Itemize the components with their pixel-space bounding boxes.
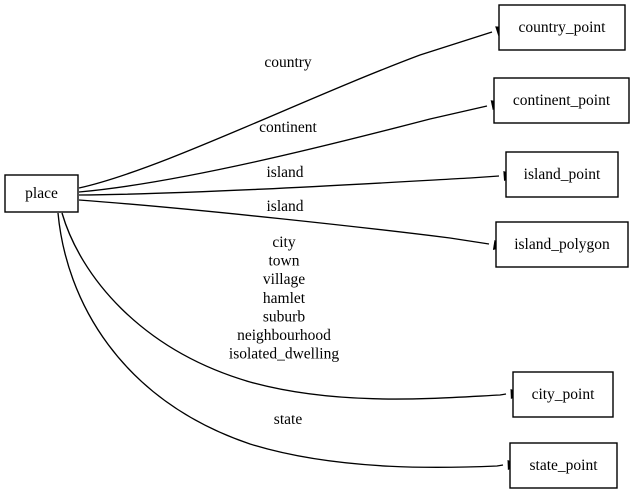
edge-place-island_point-label-line: island bbox=[266, 164, 303, 181]
edge-place-state_point-label: state bbox=[274, 411, 303, 428]
edge-place-city_point-path[interactable] bbox=[61, 212, 507, 400]
edge-place-city_point-label-line: suburb bbox=[263, 308, 305, 325]
node-state_point[interactable]: state_point bbox=[509, 442, 618, 489]
node-country_point-box[interactable] bbox=[498, 4, 626, 51]
edge-labels-layer: country continent island island city townvill… bbox=[229, 54, 339, 428]
node-island_polygon[interactable]: island_polygon bbox=[495, 221, 629, 268]
node-country_point-label: country_point bbox=[519, 19, 607, 36]
node-state_point-label: state_point bbox=[529, 457, 598, 474]
edge-place-country_point-path[interactable] bbox=[78, 31, 493, 189]
edge-place-city_point-label-line: isolated_dwelling bbox=[229, 346, 339, 363]
edge-place-city_point-label-line: town bbox=[269, 253, 300, 270]
edge-place-island_polygon-label: island bbox=[266, 198, 303, 215]
edge-place-island_point-label: island bbox=[266, 164, 303, 181]
node-place-box[interactable] bbox=[4, 174, 79, 213]
node-island_polygon-box[interactable] bbox=[495, 221, 629, 268]
node-island_point-box[interactable] bbox=[505, 151, 619, 198]
node-city_point-box[interactable] bbox=[512, 371, 614, 418]
node-city_point-label: city_point bbox=[532, 386, 596, 403]
node-island_point-label: island_point bbox=[524, 166, 601, 183]
node-continent_point-box[interactable] bbox=[493, 77, 630, 124]
node-island_point[interactable]: island_point bbox=[505, 151, 619, 198]
node-place-label: place bbox=[25, 185, 58, 202]
edge-place-city_point-label-line: city bbox=[272, 234, 295, 251]
edge-place-state_point-label-line: state bbox=[274, 411, 303, 428]
node-continent_point[interactable]: continent_point bbox=[493, 77, 630, 124]
edge-place-country_point-label: country bbox=[264, 54, 312, 71]
edge-place-island_point-path[interactable] bbox=[78, 175, 500, 196]
edge-place-country_point-label-line: country bbox=[264, 54, 312, 71]
edge-place-city_point-label-line: hamlet bbox=[263, 290, 306, 307]
edge-place-island_polygon-label-line: island bbox=[266, 198, 303, 215]
node-state_point-box[interactable] bbox=[509, 442, 618, 489]
node-island_polygon-label: island_polygon bbox=[514, 236, 610, 253]
edge-place-state_point-path[interactable] bbox=[57, 212, 504, 469]
edge-place-continent_point-label-line: continent bbox=[259, 119, 317, 136]
edge-place-city_point-label-line: village bbox=[263, 271, 305, 288]
node-continent_point-label: continent_point bbox=[513, 92, 611, 109]
edge-place-city_point-label-line: neighbourhood bbox=[237, 327, 331, 344]
node-place[interactable]: place bbox=[4, 174, 79, 213]
edge-place-continent_point-label: continent bbox=[259, 119, 317, 136]
nodes-layer: place country_point continent_point island_… bbox=[4, 4, 630, 489]
node-country_point[interactable]: country_point bbox=[498, 4, 626, 51]
edge-place-continent_point-path[interactable] bbox=[78, 105, 488, 193]
node-city_point[interactable]: city_point bbox=[512, 371, 614, 418]
edge-place-island_polygon-path[interactable] bbox=[78, 199, 490, 245]
